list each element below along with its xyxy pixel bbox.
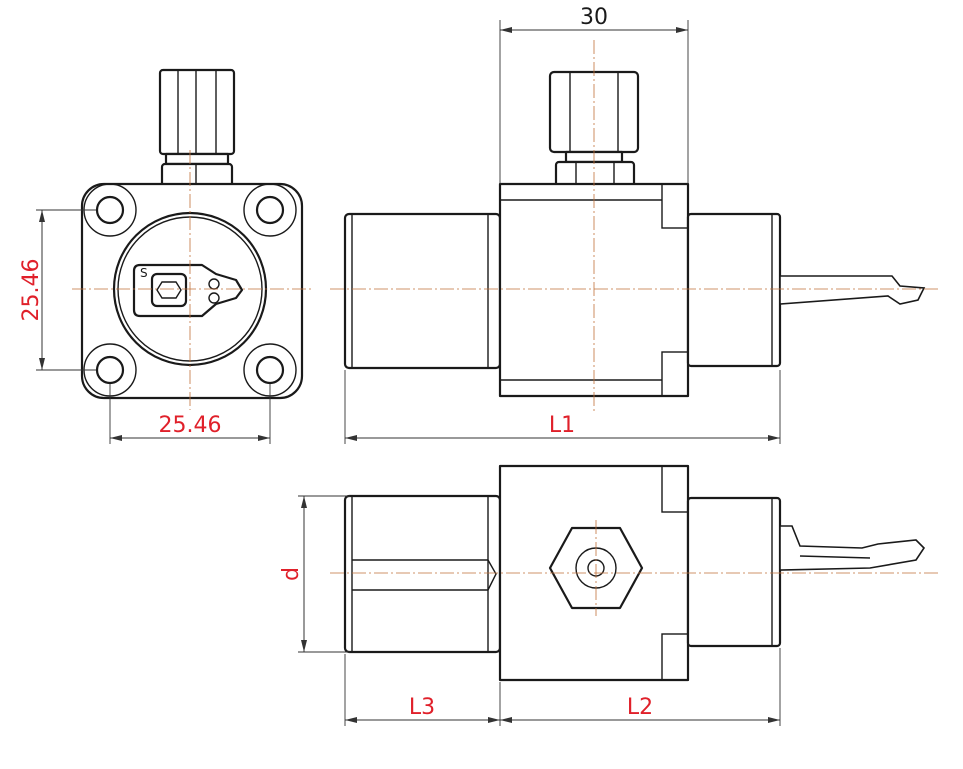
side-body-flange — [661, 351, 689, 397]
plan-body-flange — [661, 633, 689, 681]
side-fitting-base — [554, 160, 636, 188]
dimension-30: 30 — [499, 5, 689, 184]
dimension-label-d: d — [279, 567, 304, 581]
side-shank — [343, 212, 502, 370]
dimension-label-30: 30 — [580, 5, 608, 30]
side-body-flange — [661, 183, 689, 229]
plan-front-collar — [686, 496, 782, 648]
plan-body-flange — [661, 465, 689, 513]
front-hex-socket — [156, 281, 182, 299]
side-view — [343, 70, 926, 398]
front-bolt-hole — [255, 355, 285, 385]
dimension-L1: L1 — [344, 370, 781, 444]
dimension-label-L3: L3 — [409, 695, 435, 720]
front-fitting-base — [160, 162, 234, 188]
dimension-label-width: 25.46 — [159, 413, 222, 438]
center-lines — [72, 40, 940, 616]
dimension-front-height: 25.46 — [19, 209, 96, 371]
plan-shank — [343, 494, 502, 654]
dimension-L3: L3 — [344, 654, 501, 726]
front-bolt-hole — [95, 195, 125, 225]
dimension-label-L2: L2 — [627, 695, 653, 720]
front-bolt-hole — [255, 195, 285, 225]
front-corner-boss — [243, 183, 297, 237]
dimension-L2: L2 — [500, 648, 781, 726]
plan-boring-bar — [779, 525, 926, 571]
front-clamp-mark: S — [140, 266, 148, 280]
dimension-label-L1: L1 — [549, 413, 575, 438]
dimension-d: d — [279, 495, 350, 653]
front-fitting-nut — [158, 68, 236, 156]
plan-boring-bar-edge — [799, 555, 871, 559]
front-socket-head — [150, 272, 188, 308]
front-bolt-hole — [95, 355, 125, 385]
front-view: S — [80, 68, 304, 400]
side-front-collar — [686, 212, 782, 368]
dimension-front-width: 25.46 — [109, 384, 271, 444]
plan-shank-flat-end — [487, 559, 497, 591]
front-insert-pin — [208, 292, 220, 304]
dimension-label-height: 25.46 — [19, 259, 44, 322]
front-fitting-collar — [164, 152, 230, 166]
side-boring-bar — [779, 275, 926, 305]
